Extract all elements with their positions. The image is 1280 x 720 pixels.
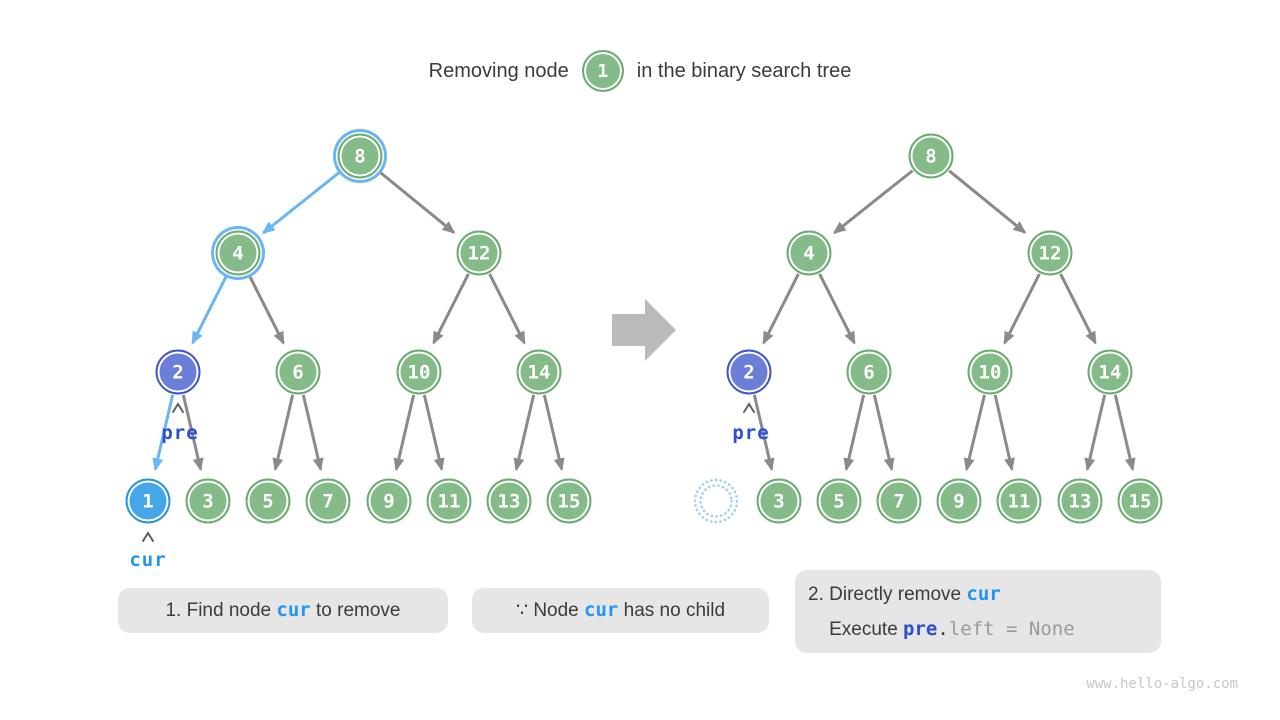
removed-node-ghost-circle: [693, 478, 739, 524]
pre-pointer-caret-icon: [743, 402, 755, 413]
caption-keyword-.: .: [937, 618, 949, 640]
tree-node-right-3: 3: [756, 478, 802, 524]
tree-edge-left-6-7: [301, 394, 324, 472]
tree-node-left-11: 11: [426, 478, 472, 524]
cur-pointer-caret-icon: [142, 531, 154, 542]
tree-edge-left-10-11: [422, 394, 445, 472]
tree-edge-right-2-3: [752, 394, 775, 472]
tree-edge-right-8-12: [948, 169, 1027, 234]
pre-pointer-caret-icon: [172, 402, 184, 413]
title-prefix: Removing node: [428, 59, 569, 82]
tree-node-right-15: 15: [1117, 478, 1163, 524]
caption-line: 2. Directly remove cur: [808, 577, 1161, 612]
tree-edge-left-6-5: [272, 394, 295, 472]
caption-text: ∵ Node: [515, 600, 585, 621]
tree-node-right-14: 14: [1087, 349, 1133, 395]
caption-line: 1. Find node cur to remove: [165, 593, 400, 628]
tree-node-right-6: 6: [846, 349, 892, 395]
tree-node-right-10: 10: [967, 349, 1013, 395]
tree-edges: [152, 169, 1136, 472]
caption-keyword-cur: cur: [276, 599, 311, 621]
tree-edge-left-4-2: [191, 273, 229, 345]
tree-edge-left-2-1: [152, 394, 175, 472]
tree-edge-left-12-14: [488, 273, 526, 345]
tree-edge-right-14-13: [1084, 394, 1107, 472]
tree-node-right-5: 5: [816, 478, 862, 524]
tree-node-left-1: 1: [125, 478, 171, 524]
tree-edge-right-14-15: [1113, 394, 1136, 472]
tree-edge-left-14-13: [513, 394, 536, 472]
caption-keyword- =: =: [994, 618, 1029, 640]
tree-edge-right-10-11: [993, 394, 1015, 472]
tree-node-left-2: 2: [155, 349, 201, 395]
tree-edge-right-12-14: [1059, 273, 1097, 345]
tree-node-right-13: 13: [1057, 478, 1103, 524]
caption-step1: 1. Find node cur to remove: [118, 588, 448, 633]
tree-node-right-4: 4: [786, 230, 832, 276]
tree-node-left-15: 15: [546, 478, 592, 524]
tree-node-left-7: 7: [305, 478, 351, 524]
pre-pointer-label-right: pre: [732, 422, 770, 444]
tree-edge-right-8-4: [832, 169, 914, 235]
title-suffix: in the binary search tree: [636, 59, 852, 82]
tree-node-left-9: 9: [366, 478, 412, 524]
caption-keyword-None: None: [1028, 618, 1075, 640]
tree-edge-right-4-2: [762, 273, 800, 345]
tree-node-left-6: 6: [275, 349, 321, 395]
tree-edge-left-14-15: [542, 394, 565, 472]
tree-node-right-2: 2: [726, 349, 772, 395]
tree-edge-right-10-9: [963, 394, 986, 472]
tree-node-left-13: 13: [486, 478, 532, 524]
tree-edge-right-6-5: [843, 394, 866, 472]
caption-text: 1. Find node: [165, 600, 277, 621]
tree-node-right-7: 7: [876, 478, 922, 524]
diagram-title: Removing node 1 in the binary search tre…: [0, 50, 1280, 92]
tree-edge-right-6-7: [872, 394, 895, 472]
tree-node-left-5: 5: [245, 478, 291, 524]
tree-node-left-4: 4: [215, 230, 261, 276]
title-node-badge: 1: [581, 50, 624, 92]
caption-because: ∵ Node cur has no child: [472, 588, 769, 633]
caption-text: to remove: [310, 600, 401, 621]
tree-node-left-14: 14: [516, 349, 562, 395]
caption-step2: 2. Directly remove cur Execute pre.left …: [795, 570, 1161, 653]
tree-edge-left-2-3: [181, 394, 204, 472]
caption-keyword-cur: cur: [966, 583, 1001, 605]
pre-pointer-label-left: pre: [161, 422, 199, 444]
tree-node-right-9: 9: [936, 478, 982, 524]
tree-node-left-12: 12: [456, 230, 502, 276]
caption-line: ∵ Node cur has no child: [516, 593, 725, 628]
caption-keyword-cur: cur: [584, 599, 619, 621]
cur-pointer-label-left: cur: [129, 549, 167, 571]
tree-node-right-11: 11: [996, 478, 1042, 524]
caption-keyword-pre: pre: [903, 618, 938, 640]
tree-edge-left-10-9: [393, 394, 416, 472]
caption-text: Execute: [808, 619, 904, 640]
transition-arrow-icon: [612, 299, 676, 361]
tree-node-right-8: 8: [908, 133, 954, 179]
tree-edge-left-4-6: [247, 273, 285, 345]
tree-edge-left-8-4: [261, 169, 343, 235]
tree-edge-left-12-10: [432, 273, 470, 345]
caption-text: 2. Directly remove: [808, 584, 967, 605]
tree-node-left-8: 8: [337, 133, 383, 179]
tree-node-left-3: 3: [185, 478, 231, 524]
watermark: www.hello-algo.com: [1086, 676, 1238, 692]
tree-edge-right-12-10: [1003, 273, 1041, 345]
tree-edge-left-8-12: [377, 169, 456, 234]
tree-edge-right-4-6: [818, 273, 856, 345]
caption-text: has no child: [618, 600, 726, 621]
tree-node-left-10: 10: [396, 349, 442, 395]
caption-keyword-left: left: [948, 618, 995, 640]
caption-line: Execute pre.left = None: [808, 612, 1161, 647]
tree-node-right-12: 12: [1027, 230, 1073, 276]
diagram-extras: [142, 402, 755, 542]
removed-node-ghost-circle: [699, 484, 733, 518]
